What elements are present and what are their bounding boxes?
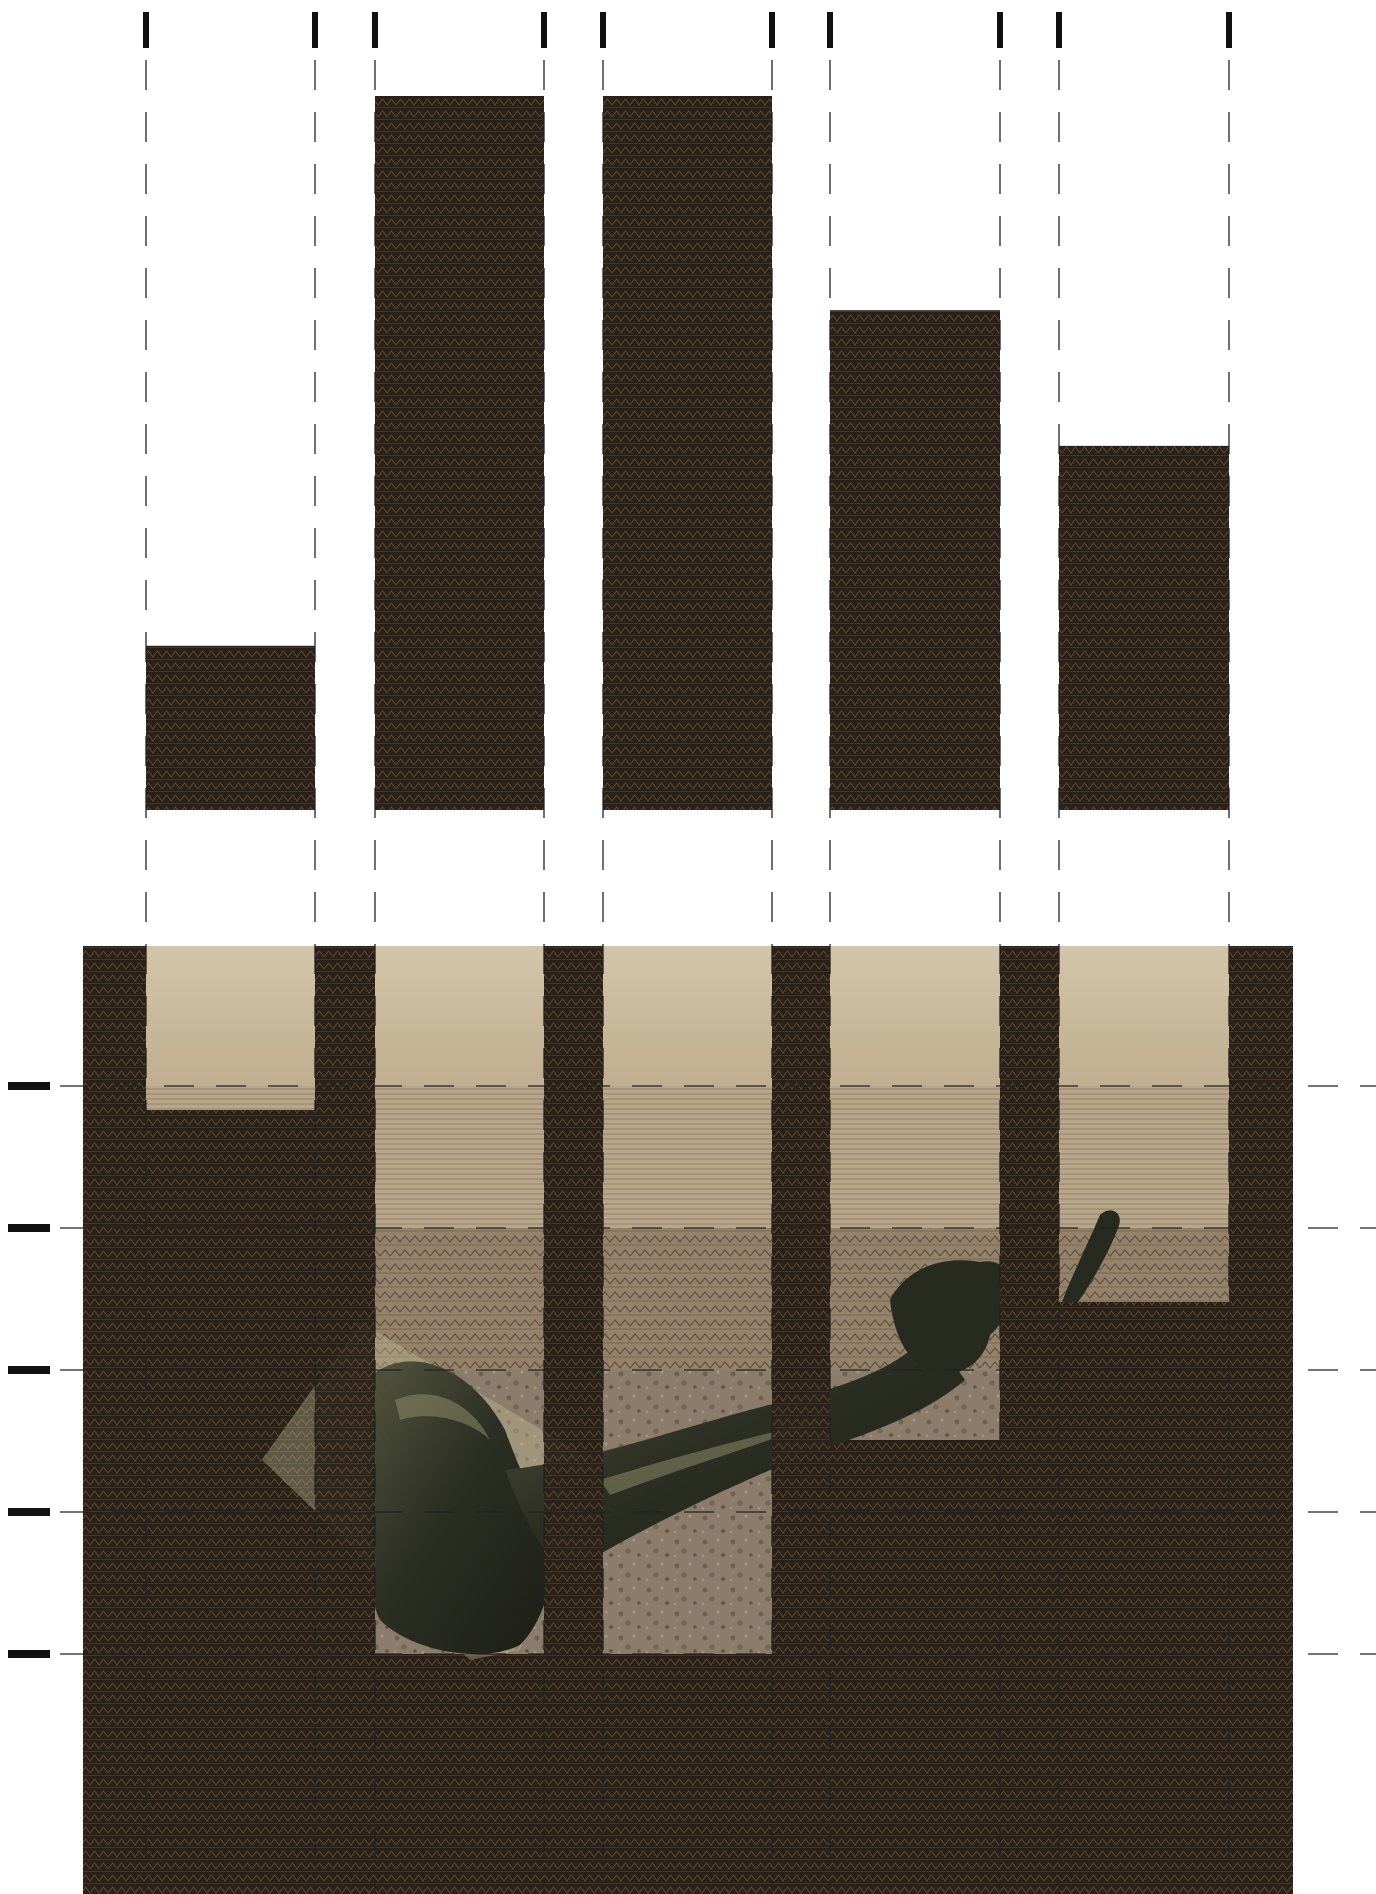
bar-4: [830, 310, 1000, 810]
paper-window-1: [146, 946, 315, 1086]
lined-window-4: [830, 1086, 1000, 1228]
row-tick-1: [8, 1082, 50, 1090]
paper-window-2: [375, 946, 544, 1086]
paper-window-4: [830, 946, 1000, 1086]
lined-window-5: [1059, 1086, 1229, 1228]
bar-1: [146, 646, 315, 810]
board-strip-2: [315, 946, 375, 1894]
tick-left-3: [600, 12, 606, 48]
lower-panel: [83, 946, 1293, 1894]
row-tick-2: [8, 1224, 50, 1232]
lined-window-3: [603, 1086, 772, 1228]
top-bars: [146, 96, 1229, 810]
paper-window-5: [1059, 946, 1229, 1086]
tick-right-2: [541, 12, 547, 48]
board-window-3: [603, 1228, 772, 1370]
board-strip-6: [1229, 946, 1293, 1894]
tick-left-5: [1056, 12, 1062, 48]
row-tick-marks: [8, 1082, 50, 1658]
bar-2: [375, 96, 544, 810]
board-strip-4: [772, 946, 830, 1894]
row-tick-5: [8, 1650, 50, 1658]
tick-left-4: [827, 12, 833, 48]
bar-5: [1059, 446, 1229, 810]
tick-right-5: [1226, 12, 1232, 48]
board-strip-5: [1000, 946, 1059, 1894]
lined-window-2: [375, 1086, 544, 1228]
paper-window-3: [603, 946, 772, 1086]
tick-left-1: [143, 12, 149, 48]
bar-3: [603, 96, 772, 810]
board-strip-1: [83, 946, 146, 1894]
row-tick-3: [8, 1366, 50, 1374]
tick-right-3: [769, 12, 775, 48]
column-tick-marks: [143, 12, 1232, 48]
tick-right-1: [312, 12, 318, 48]
board-strip-3: [544, 946, 603, 1894]
tick-left-2: [372, 12, 378, 48]
lined-window-1: [146, 1086, 315, 1110]
row-tick-4: [8, 1508, 50, 1516]
tick-right-4: [997, 12, 1003, 48]
